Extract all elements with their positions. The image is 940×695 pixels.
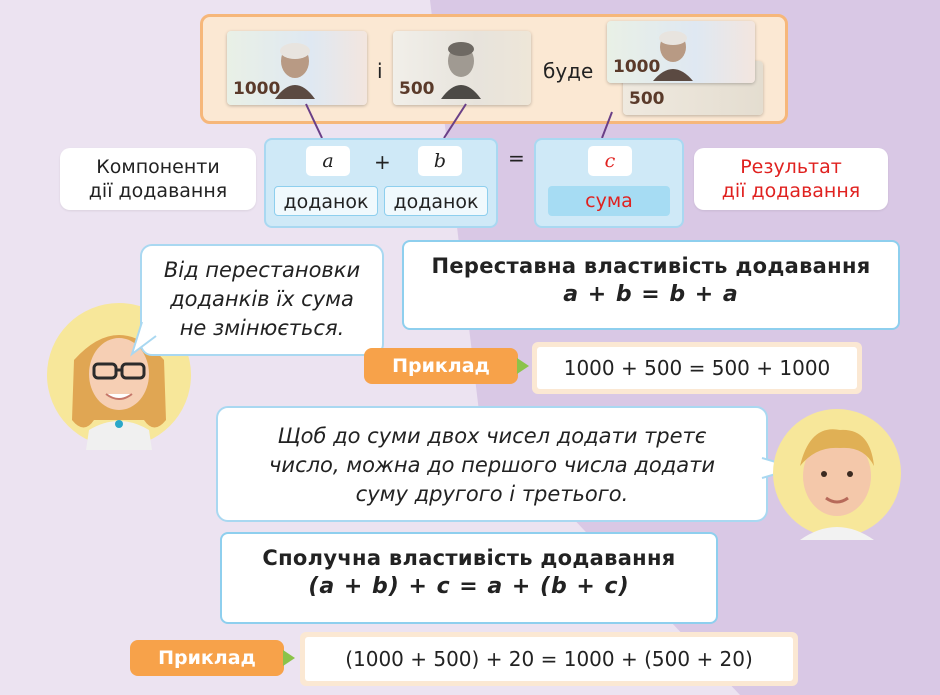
- example-tag: Приклад: [130, 640, 284, 676]
- addends-panel: a + b доданок доданок: [264, 138, 498, 228]
- example-arrow-icon: [517, 358, 529, 374]
- plus-sign: +: [374, 150, 391, 174]
- var-a: a: [306, 146, 350, 176]
- example-expression: 1000 + 500 = 500 + 1000: [537, 347, 857, 389]
- bubble-line: суму другого і третього.: [355, 482, 629, 506]
- banknote-value: 1000: [233, 79, 281, 99]
- addend-label: доданок: [384, 186, 488, 216]
- sum-label: сума: [548, 186, 670, 216]
- portrait-icon: [653, 31, 693, 81]
- commutative-speech-bubble: Від перестановки доданків їх сума не змі…: [140, 244, 384, 356]
- boy-illustration: [773, 409, 901, 540]
- bubble-line: доданків їх сума: [170, 287, 354, 311]
- caption-line: дії додавання: [88, 180, 228, 202]
- portrait-icon: [275, 43, 315, 99]
- conj-and: і: [377, 59, 383, 83]
- banknote-left: 1000: [227, 31, 367, 105]
- associative-property-card: Сполучна властивість додавання (a + b) +…: [220, 532, 718, 624]
- associative-speech-bubble: Щоб до суми двох чисел додати третє числ…: [216, 406, 768, 522]
- bubble-line: Від перестановки: [163, 258, 361, 282]
- caption-line: дії додавання: [721, 180, 861, 202]
- example-arrow-icon: [283, 650, 295, 666]
- bubble-tail: [130, 321, 157, 357]
- components-caption: Компоненти дії додавання: [60, 148, 256, 210]
- bubble-line: не змінюється.: [179, 316, 345, 340]
- banknote-value: 1000: [613, 57, 661, 77]
- commutative-example-box: 1000 + 500 = 500 + 1000: [532, 342, 862, 394]
- addend-label: доданок: [274, 186, 378, 216]
- commutative-property-card: Переставна властивість додавання a + b =…: [402, 240, 900, 330]
- property-title: Сполучна властивість додавання: [262, 546, 676, 570]
- banknotes-panel: 1000 і 500 буде 500 1000: [200, 14, 788, 124]
- caption-line: Результат: [740, 156, 842, 178]
- banknote-value: 500: [629, 89, 665, 109]
- bubble-line: Щоб до суми двох чисел додати третє: [277, 424, 707, 448]
- banknote-value: 500: [399, 79, 435, 99]
- banknote-right-front: 1000: [607, 21, 755, 83]
- property-formula: (a + b) + c = a + (b + c): [308, 574, 630, 599]
- sum-panel: c сума: [534, 138, 684, 228]
- example-expression: (1000 + 500) + 20 = 1000 + (500 + 20): [305, 637, 793, 681]
- property-formula: a + b = b + a: [563, 282, 739, 307]
- caption-line: Компоненти: [96, 156, 220, 178]
- example-tag: Приклад: [364, 348, 518, 384]
- banknote-middle: 500: [393, 31, 531, 105]
- bubble-line: число, можна до першого числа додати: [269, 453, 715, 477]
- conj-will-be: буде: [543, 59, 594, 83]
- var-b: b: [418, 146, 462, 176]
- equals-sign: =: [508, 146, 525, 170]
- associative-example-box: (1000 + 500) + 20 = 1000 + (500 + 20): [300, 632, 798, 686]
- property-title: Переставна властивість додавання: [431, 254, 871, 278]
- result-caption: Результат дії додавання: [694, 148, 888, 210]
- connector-lines: [305, 103, 613, 139]
- portrait-icon: [441, 42, 481, 99]
- var-c: c: [588, 146, 632, 176]
